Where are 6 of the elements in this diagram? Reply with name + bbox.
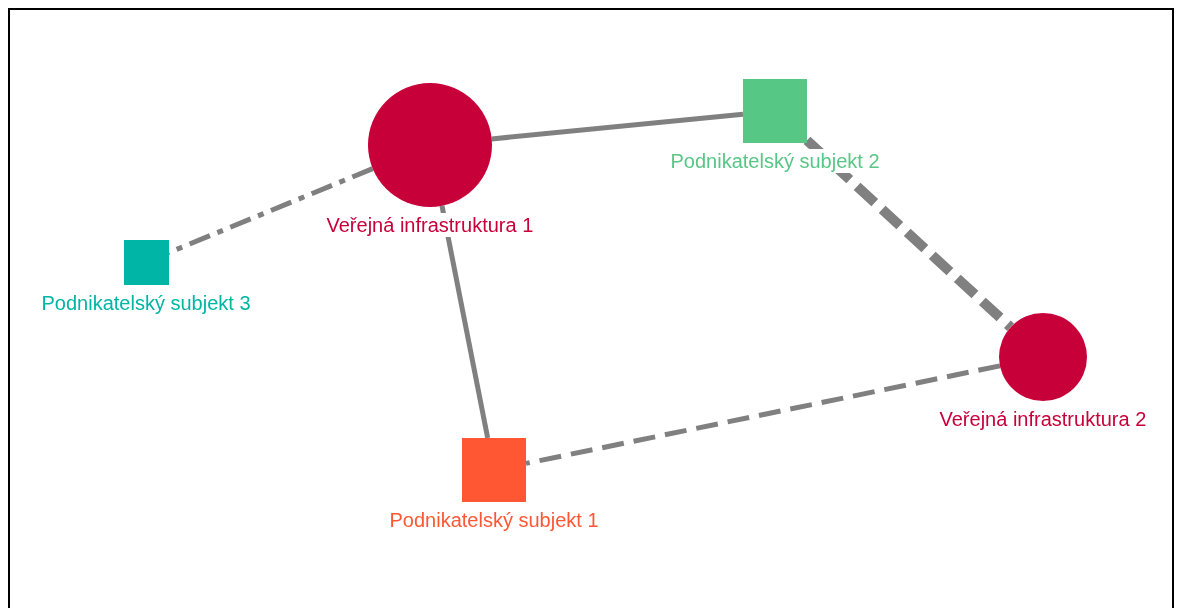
connector-line [491, 111, 744, 142]
connector-line [167, 166, 374, 256]
node-label: Veřejná infrastruktura 1 [324, 213, 536, 237]
connector-line [439, 205, 491, 439]
connector-line [803, 136, 1014, 331]
connector-line [525, 363, 1001, 466]
